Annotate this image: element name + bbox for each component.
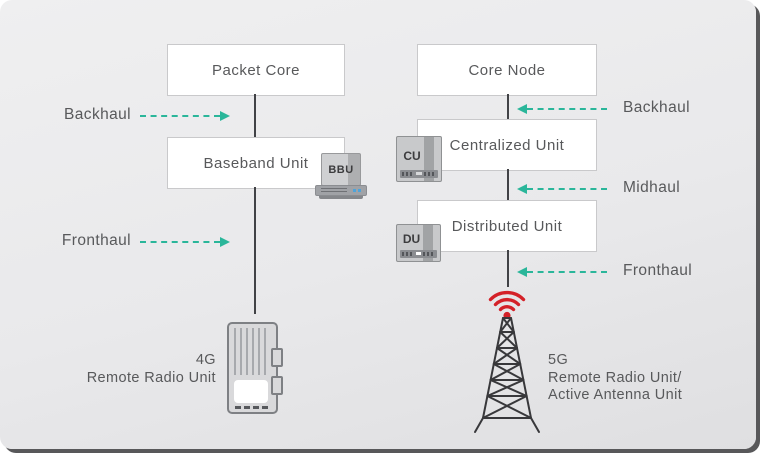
- caption-4g-line2: Remote Radio Unit: [86, 369, 216, 386]
- heatsink-fins-icon: [234, 328, 268, 375]
- caption-5g-line1: 5G: [548, 352, 569, 368]
- core-node-box: Core Node: [417, 44, 597, 96]
- caption-4g: 4G Remote Radio Unit: [60, 352, 216, 387]
- connector-cu-du: [507, 169, 509, 200]
- du-device-icon: DU: [396, 224, 441, 262]
- backhaul-label-right: Backhaul: [623, 99, 690, 116]
- vent-lines-icon: [402, 172, 414, 176]
- rru-4g-device-icon: [227, 322, 283, 414]
- fronthaul-arrow-right: [517, 266, 607, 277]
- caption-5g: 5G Remote Radio Unit/ Active Antenna Uni…: [548, 352, 728, 405]
- connector-corenode-cu: [507, 94, 509, 119]
- caption-5g-line3: Active Antenna Unit: [548, 387, 683, 403]
- arrowhead-left-icon: [517, 103, 527, 114]
- caption-5g-line2: Remote Radio Unit/: [548, 369, 682, 386]
- bbu-device-icon: BBU: [315, 153, 367, 199]
- backhaul-label-left: Backhaul: [64, 106, 131, 123]
- cu-device-icon: CU: [396, 136, 442, 182]
- led-indicators-icon: [353, 189, 361, 192]
- fronthaul-label-left: Fronthaul: [61, 232, 131, 249]
- bbu-device-screen: BBU: [321, 153, 361, 186]
- dashed-line: [140, 114, 220, 117]
- connector-packetcore-baseband: [254, 94, 256, 137]
- core-node-label: Core Node: [468, 61, 546, 79]
- arrowhead-right-icon: [220, 110, 230, 121]
- vent-lines-icon: [423, 252, 435, 256]
- arrowhead-right-icon: [220, 236, 230, 247]
- port-slot-icon: [416, 172, 422, 175]
- fronthaul-label-right: Fronthaul: [623, 262, 693, 279]
- centralized-unit-box: Centralized Unit: [417, 119, 597, 171]
- bbu-device-foot: [319, 196, 363, 199]
- du-device-ports: [400, 250, 437, 258]
- dashed-line: [527, 270, 607, 273]
- arrowhead-left-icon: [517, 266, 527, 277]
- dashed-line: [527, 107, 607, 110]
- vent-lines-icon: [424, 172, 436, 176]
- vent-lines-icon: [321, 188, 347, 194]
- distributed-unit-box: Distributed Unit: [417, 200, 597, 252]
- caption-4g-line1: 4G: [195, 352, 216, 368]
- backhaul-arrow-left: [140, 110, 230, 121]
- distributed-unit-label: Distributed Unit: [451, 217, 563, 235]
- rru-front-panel: [234, 380, 268, 403]
- connector-baseband-rru: [254, 187, 256, 314]
- baseband-unit-label: Baseband Unit: [203, 154, 309, 172]
- dashed-line: [140, 240, 220, 243]
- midhaul-label-right: Midhaul: [623, 179, 681, 196]
- rru-handle-icon: [271, 348, 283, 367]
- device-shade-band: [424, 137, 434, 181]
- packet-core-label: Packet Core: [211, 61, 301, 79]
- cu-badge: CU: [403, 149, 421, 163]
- fronthaul-arrow-left: [140, 236, 230, 247]
- device-shade-band: [423, 225, 433, 261]
- bbu-device-base: [315, 185, 367, 196]
- rru-ports-icon: [235, 406, 268, 409]
- bbu-badge: BBU: [328, 163, 354, 176]
- dashed-line: [527, 187, 607, 190]
- port-slot-icon: [416, 252, 421, 255]
- cu-device-ports: [400, 170, 438, 178]
- du-badge: DU: [402, 232, 421, 246]
- rru-handle-icon: [271, 376, 283, 395]
- antenna-tower-icon: [474, 317, 540, 433]
- midhaul-arrow-right: [517, 183, 607, 194]
- backhaul-arrow-right: [517, 103, 607, 114]
- vent-lines-icon: [402, 252, 414, 256]
- centralized-unit-label: Centralized Unit: [449, 136, 565, 154]
- connector-du-antenna: [507, 250, 509, 287]
- packet-core-box: Packet Core: [167, 44, 345, 96]
- baseband-unit-box: Baseband Unit: [167, 137, 345, 189]
- arrowhead-left-icon: [517, 183, 527, 194]
